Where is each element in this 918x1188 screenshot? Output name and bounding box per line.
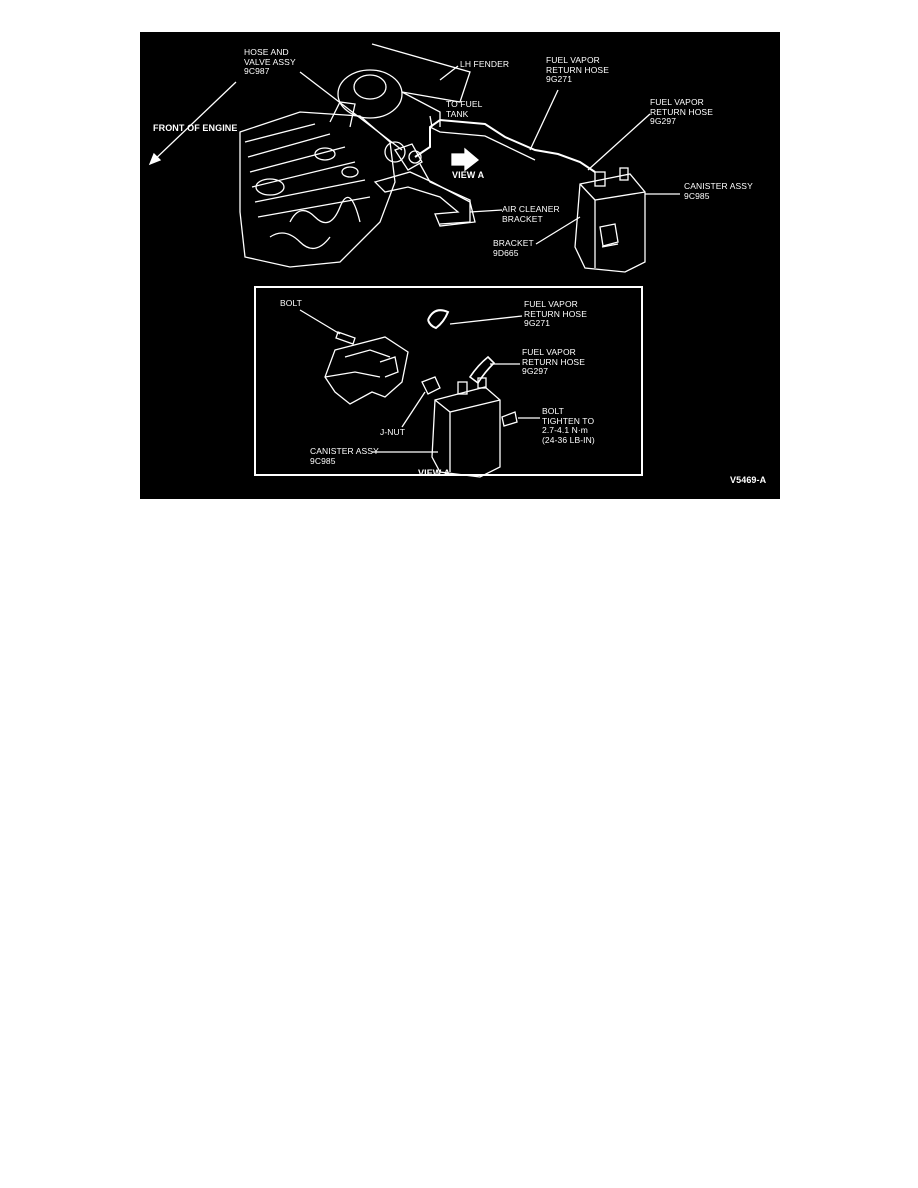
inset-canister-assy-label: CANISTER ASSY 9C985 <box>310 446 379 466</box>
inset-artwork <box>299 309 540 478</box>
hose-valve-label: HOSE AND VALVE ASSY 9C987 <box>244 47 296 76</box>
fvrh-top1-leader <box>529 89 559 151</box>
canister-assy-top-label: CANISTER ASSY 9C985 <box>684 181 753 201</box>
j-nut <box>421 376 441 395</box>
to-fuel-tank-label: TO FUEL TANK <box>446 99 483 119</box>
mounting-bracket <box>324 336 409 405</box>
bolt-torque-label: BOLT TIGHTEN TO 2.7-4.1 N·m (24-36 LB-IN… <box>542 406 595 445</box>
j-nut-leader <box>401 391 426 428</box>
bolt <box>335 331 356 345</box>
lh-fender-label: LH FENDER <box>460 59 510 69</box>
air-cleaner-bracket <box>373 171 476 227</box>
air-cleaner-bracket-label: AIR CLEANER BRACKET <box>502 204 560 224</box>
bolt-leader <box>299 309 341 335</box>
lh-fender-illustration <box>337 43 471 127</box>
view-a-caption: VIEW A <box>418 468 451 478</box>
air-cleaner-leader <box>469 209 503 213</box>
fuel-vapor-hose-run <box>414 118 596 173</box>
view-a-inset-frame <box>254 286 643 476</box>
front-of-engine-label: FRONT OF ENGINE <box>153 123 238 133</box>
bracket-leader <box>535 216 581 245</box>
fuel-vapor-return-hose-9g271-label: FUEL VAPOR RETURN HOSE 9G271 <box>546 55 609 84</box>
to-fuel-tank-leader <box>429 115 433 128</box>
j-nut-label: J-NUT <box>380 427 406 437</box>
diagram-artwork <box>148 43 680 478</box>
engine-illustration <box>239 101 422 268</box>
fuel-vapor-return-hose-9g297-label: FUEL VAPOR RETURN HOSE 9G297 <box>650 97 713 126</box>
evap-canister-diagram: HOSE AND VALVE ASSY 9C987 LH FENDER FUEL… <box>140 32 780 499</box>
inset-bolt <box>501 411 518 427</box>
inset-fuel-vapor-return-hose-9g271-label: FUEL VAPOR RETURN HOSE 9G271 <box>524 299 587 328</box>
figure-id-code: V5469-A <box>730 475 767 485</box>
hose-valve-assy <box>394 143 423 171</box>
inset-hose-2 <box>468 355 496 385</box>
inset-fuel-vapor-return-hose-9g297-label: FUEL VAPOR RETURN HOSE 9G297 <box>522 347 585 376</box>
view-a-arrow <box>451 147 480 172</box>
inset-fvrh1-leader <box>449 315 523 325</box>
hose-valve-leader <box>299 71 403 151</box>
canister-illustration-top <box>574 167 646 273</box>
fvrh-top2-leader <box>587 113 651 171</box>
front-of-engine-arrowhead <box>148 152 162 166</box>
inset-hose-1 <box>427 309 450 330</box>
hose-lower-run <box>419 163 471 225</box>
view-a-arrow-label: VIEW A <box>452 170 485 180</box>
front-of-engine-arrow <box>149 81 237 165</box>
inset-canister <box>431 386 501 478</box>
bracket-9d665-label: BRACKET 9D665 <box>493 238 534 258</box>
lh-fender-leader <box>439 65 459 81</box>
inset-bolt-label: BOLT <box>280 298 302 308</box>
